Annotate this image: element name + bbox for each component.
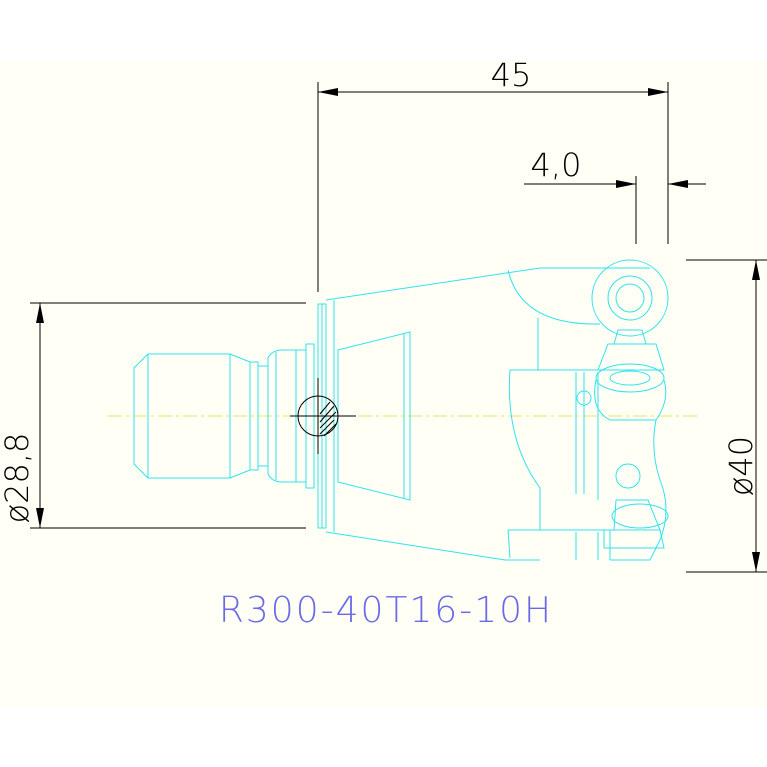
middle-seat-lower bbox=[594, 379, 667, 421]
arrow-right bbox=[648, 88, 668, 96]
chip-pocket-lower bbox=[507, 529, 611, 560]
lower-screw bbox=[615, 463, 641, 489]
arrow-28-bottom bbox=[36, 508, 44, 528]
arrow-4-right bbox=[668, 180, 688, 188]
top-insert-seat bbox=[613, 329, 647, 345]
outer-profile bbox=[610, 419, 667, 561]
middle-insert-hole bbox=[609, 370, 651, 386]
body-bottom-edge bbox=[325, 531, 540, 561]
middle-insert bbox=[595, 363, 665, 393]
arrow-40-top bbox=[752, 260, 760, 280]
dimension-flange-offset: 4,0 bbox=[524, 146, 706, 244]
chip-pocket-middle bbox=[508, 369, 600, 530]
hatch-2 bbox=[319, 411, 337, 429]
body-top-edge bbox=[325, 267, 600, 301]
dimension-overall-length: 45 bbox=[317, 56, 669, 292]
dim-text-4: 4,0 bbox=[531, 146, 582, 184]
dim-text-28: ø28,8 bbox=[0, 433, 36, 524]
coolant-recess bbox=[337, 331, 411, 501]
cutter-body bbox=[317, 267, 650, 561]
drawing-area bbox=[0, 60, 767, 707]
hatch-3 bbox=[319, 405, 335, 423]
dim-text-40: ø40 bbox=[722, 436, 760, 496]
lower-insert-base bbox=[603, 529, 665, 549]
arrow-28-top bbox=[36, 303, 44, 323]
hatch-4 bbox=[319, 401, 331, 415]
hatch-5 bbox=[323, 423, 337, 437]
lower-insert bbox=[611, 503, 669, 529]
chip-pocket-upper bbox=[507, 269, 600, 325]
top-insert-ring bbox=[607, 275, 653, 321]
middle-seat-upper bbox=[597, 343, 665, 371]
arrow-left bbox=[318, 88, 338, 96]
arrow-4-left bbox=[616, 180, 636, 188]
part-number-label: R300-40T16-10H bbox=[219, 590, 553, 631]
top-insert-screw bbox=[615, 283, 645, 313]
top-insert bbox=[591, 259, 669, 337]
inserts bbox=[576, 259, 669, 561]
dimension-shank-diameter: ø28,8 bbox=[0, 302, 306, 529]
arrow-40-bottom bbox=[752, 552, 760, 572]
dim-text-45: 45 bbox=[491, 56, 532, 94]
coolant-hole bbox=[576, 390, 592, 406]
dimension-cutter-diameter: ø40 bbox=[686, 259, 767, 573]
hatch-1 bbox=[319, 419, 335, 435]
section-marker bbox=[290, 378, 356, 454]
